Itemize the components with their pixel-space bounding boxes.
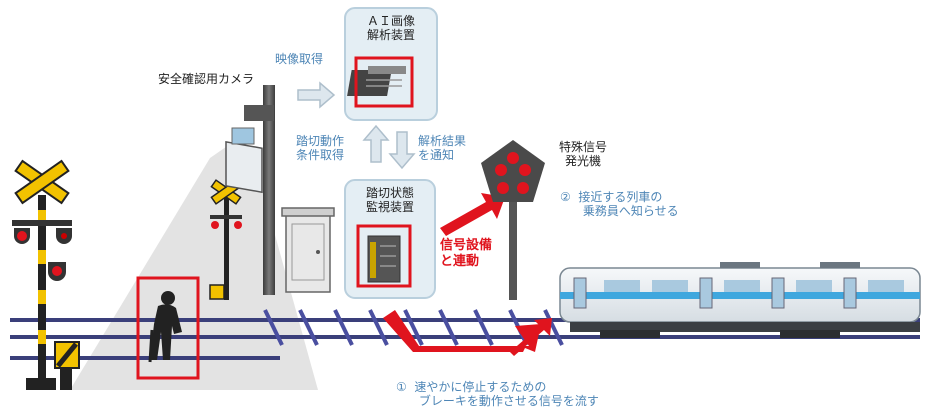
server-unit-icon <box>367 235 401 283</box>
monitor-highlight <box>356 224 412 288</box>
crossing-signal-icon <box>12 159 72 390</box>
signal-lamp-icon <box>481 140 545 300</box>
pedestrian-detection-box <box>136 276 200 380</box>
crossing-gate-icon <box>54 341 80 390</box>
camera-label: 安全確認用カメラ <box>158 72 255 86</box>
pole-icon <box>263 85 275 295</box>
video-acquire-label: 映像取得 <box>275 52 324 66</box>
far-crossing-signal-icon <box>209 179 242 300</box>
special-signal-label: 特殊信号 発光機 <box>558 140 607 169</box>
notify-crew-label: ② 接近する列車の 乗務員へ知らせる <box>560 190 679 219</box>
pedestrian-icon <box>148 291 182 363</box>
brake-signal-label: ① 速やかに停止するための ブレーキを動作させる信号を流す <box>396 380 599 409</box>
analysis-notify-label: 解析結果 を通知 <box>418 134 467 163</box>
ai-device-label: ＡＩ画像 解析装置 <box>366 14 415 43</box>
camera-icon <box>225 105 274 194</box>
signal-link-label: 信号設備 と連動 <box>440 238 493 269</box>
camera-view-cone <box>70 140 318 390</box>
monitor-device-label: 踏切状態 監視装置 <box>365 186 414 215</box>
server-icon <box>347 66 406 96</box>
ai-analyzer-highlight <box>354 56 414 108</box>
train-icon <box>559 262 921 338</box>
red-arrow-icon <box>383 193 552 356</box>
cabinet-icon <box>281 207 335 293</box>
arrow-icon <box>297 81 416 170</box>
crossing-condition-label: 踏切動作 条件取得 <box>296 134 345 163</box>
